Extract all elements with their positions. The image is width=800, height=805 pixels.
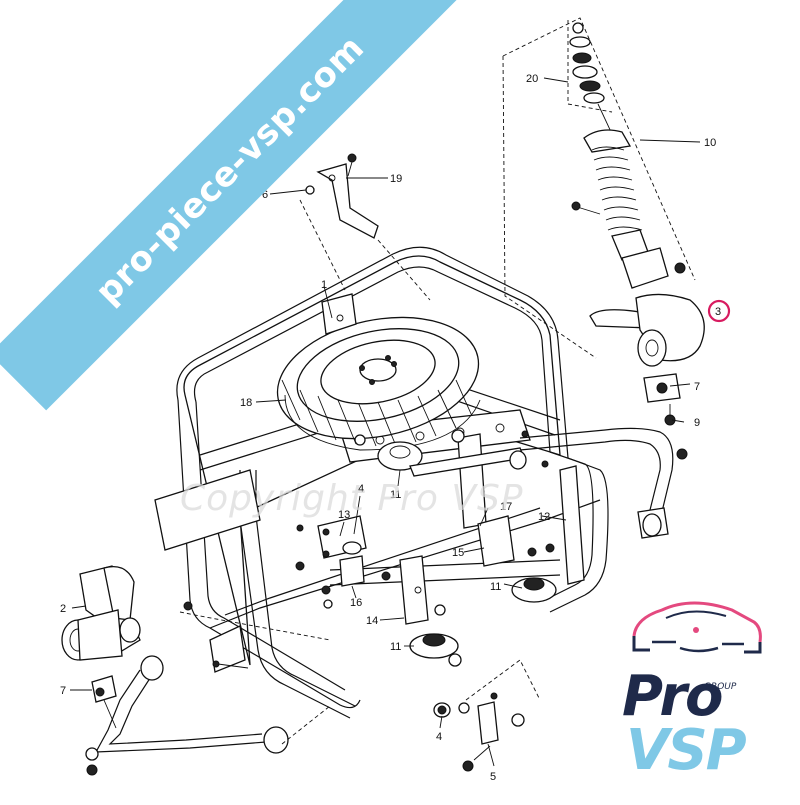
callout-12: 12 xyxy=(538,511,550,523)
logo-pro-text: Pro xyxy=(622,664,723,729)
callout-7b: 7 xyxy=(60,685,66,697)
left-stub-axle xyxy=(61,565,141,661)
callout-17: 17 xyxy=(500,501,512,513)
callout-labels: 1 2 3 4 4 5 6 7 7 9 10 11 11 11 12 13 14… xyxy=(60,73,721,783)
wheel-bracket xyxy=(299,153,431,335)
callout-1: 1 xyxy=(321,279,327,291)
callout-2: 2 xyxy=(60,603,66,615)
right-lower-arm xyxy=(519,427,688,539)
logo-group-text: GROUP xyxy=(704,682,737,692)
center-parts xyxy=(183,429,585,667)
callout-19: 19 xyxy=(390,173,402,185)
callout-6: 6 xyxy=(262,189,268,201)
left-lower-arm xyxy=(85,655,289,776)
callout-13: 13 xyxy=(338,509,350,521)
callout-15: 15 xyxy=(452,547,464,559)
callout-20: 20 xyxy=(526,73,538,85)
callout-3: 3 xyxy=(715,306,721,318)
callout-4a: 4 xyxy=(358,483,364,495)
callout-14: 14 xyxy=(366,615,378,627)
callout-7a: 7 xyxy=(694,381,700,393)
callout-16: 16 xyxy=(350,597,362,609)
callout-18: 18 xyxy=(240,397,252,409)
callout-9: 9 xyxy=(694,417,700,429)
callout-10: 10 xyxy=(704,137,716,149)
spare-wheel xyxy=(276,316,481,451)
callout-5: 5 xyxy=(490,771,496,783)
bottom-brackets xyxy=(179,611,541,772)
highlight-marker xyxy=(707,299,731,323)
center-watermark: Copyright Pro VSP xyxy=(180,478,524,519)
callout-11c: 11 xyxy=(390,641,401,653)
leader-lines xyxy=(70,77,701,767)
callout-11a: 11 xyxy=(390,489,401,501)
callout-11b: 11 xyxy=(490,581,501,593)
provsp-logo: Pro GROUP VSP xyxy=(612,588,792,788)
logo-vsp-text: VSP xyxy=(626,718,747,783)
suspension-strut xyxy=(502,17,705,426)
callout-4b: 4 xyxy=(436,731,442,743)
car-outline-icon xyxy=(632,601,762,654)
